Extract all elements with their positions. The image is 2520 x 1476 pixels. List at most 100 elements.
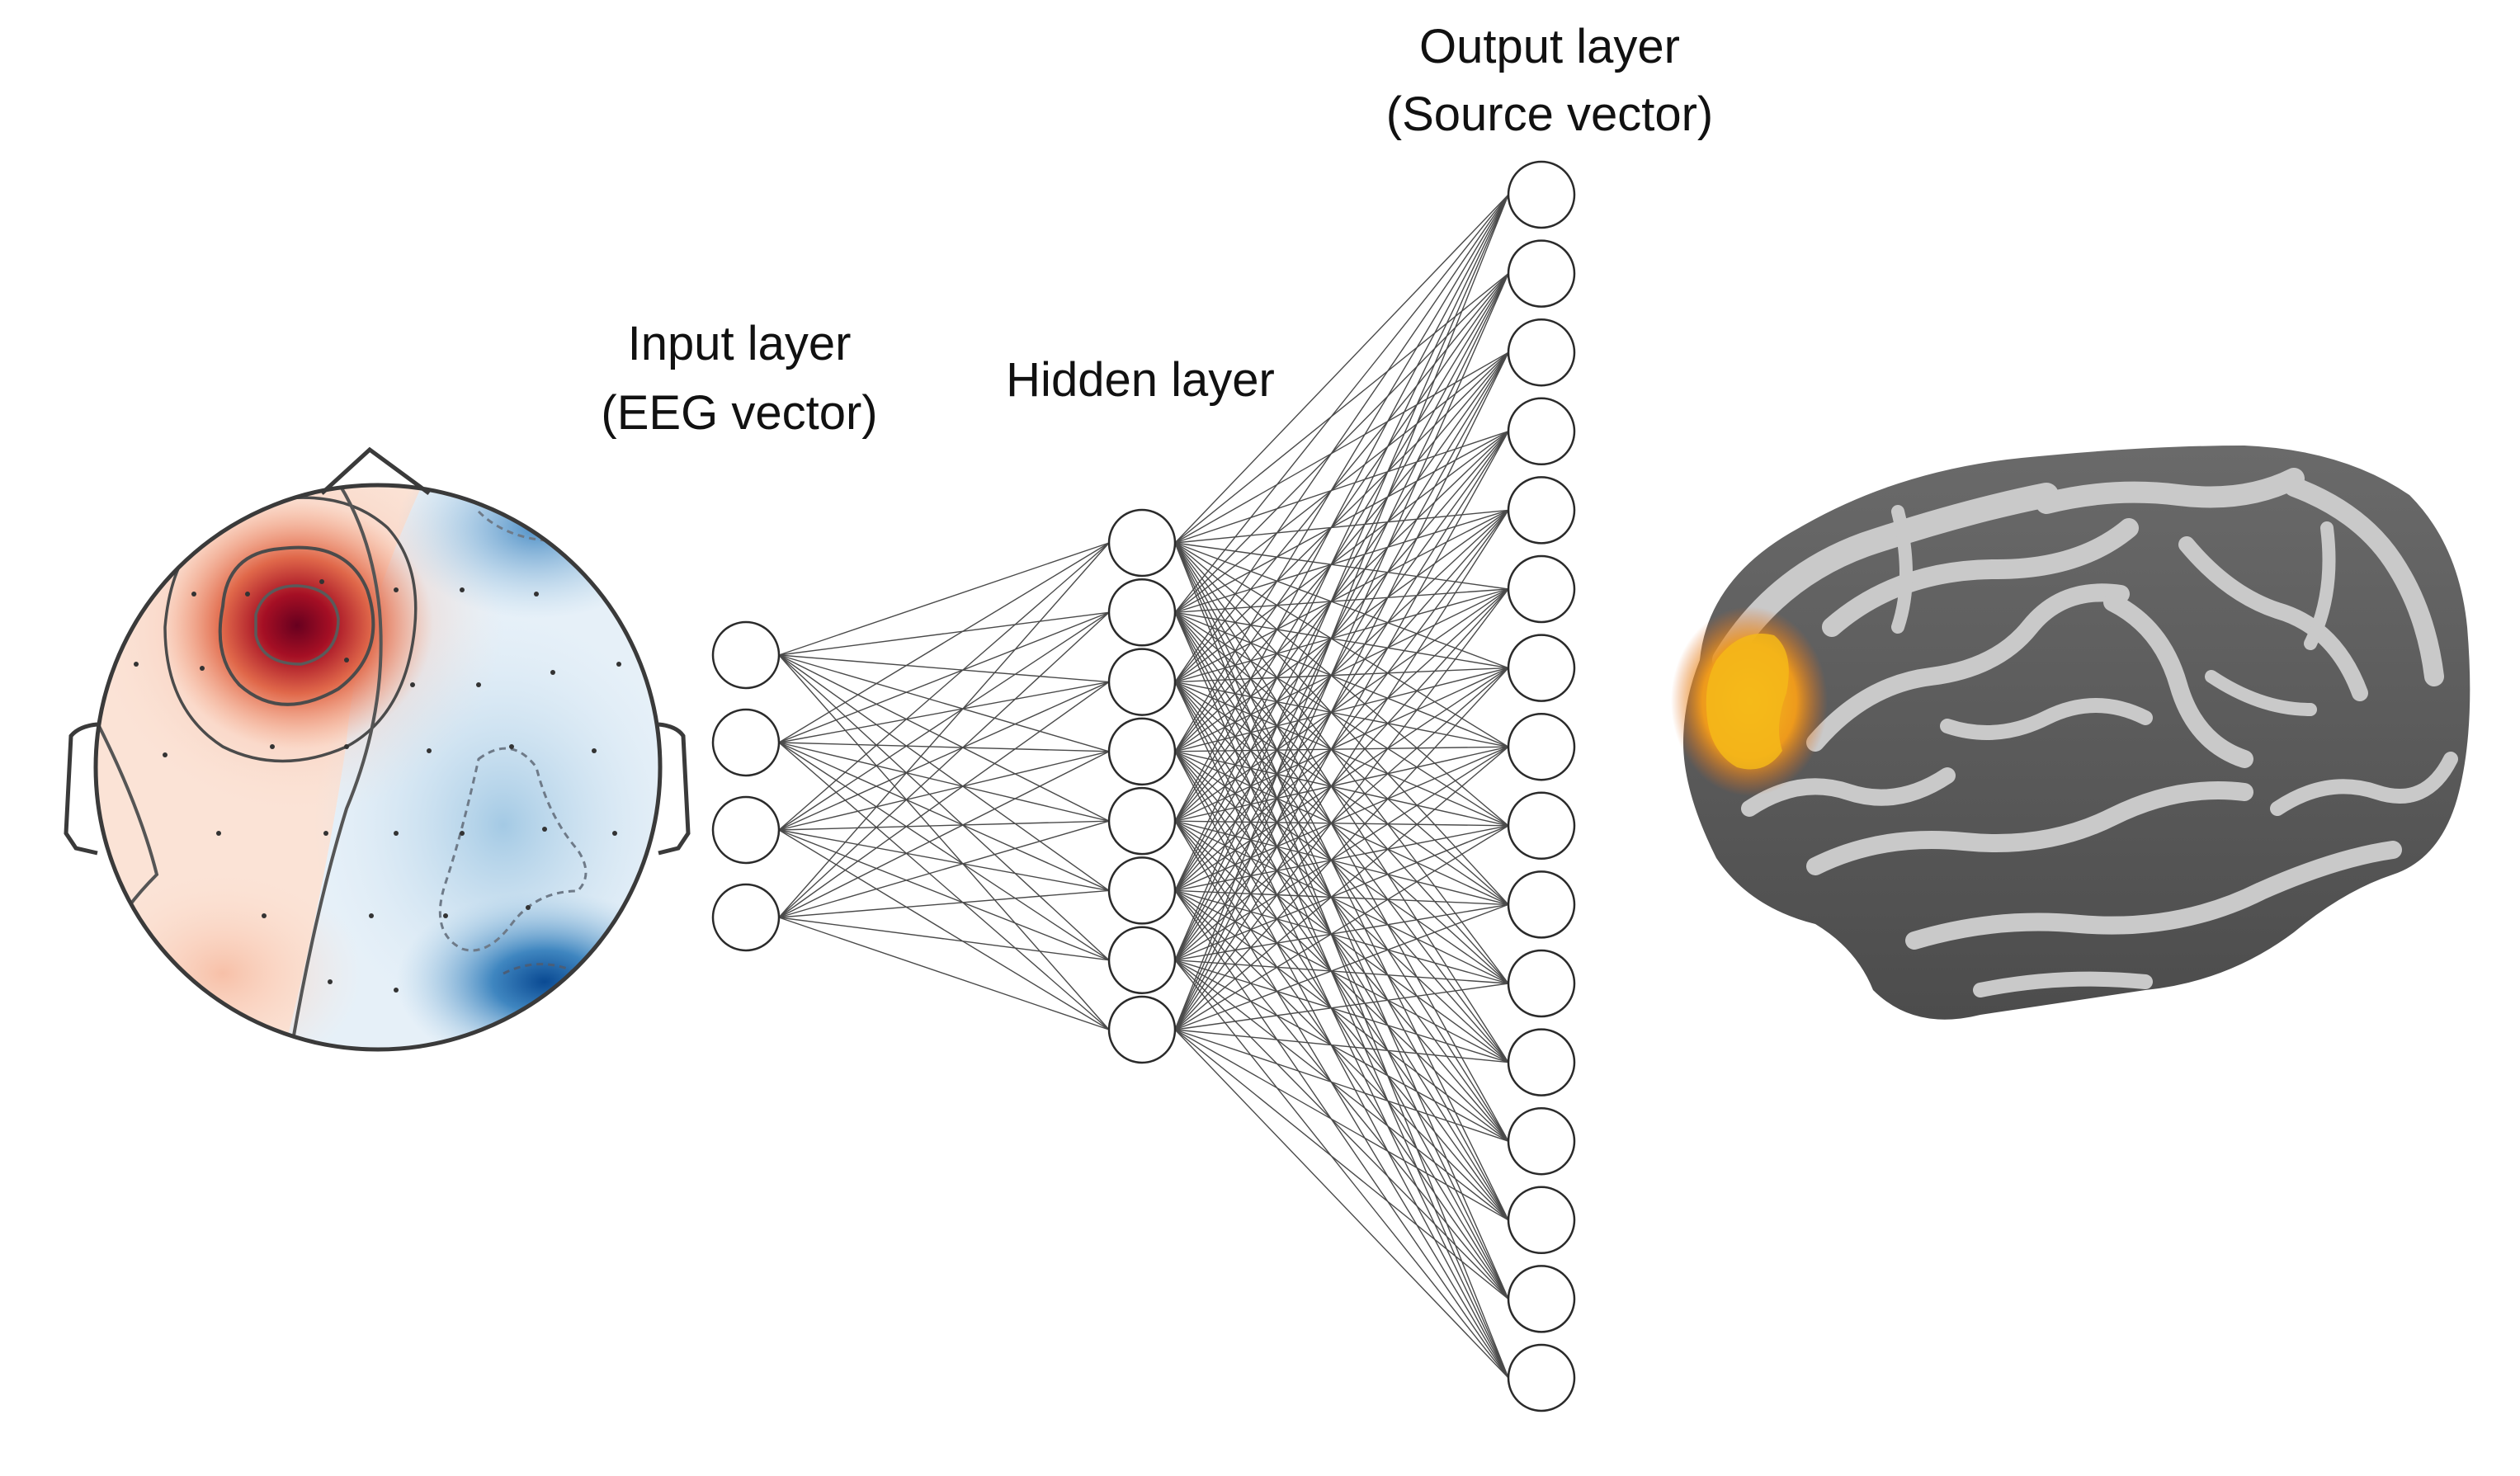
- connection-hidden-output: [1174, 983, 1509, 1030]
- connection-hidden-output: [1174, 611, 1509, 827]
- connection-hidden-output: [1174, 351, 1509, 891]
- connection-hidden-output: [1174, 825, 1509, 1030]
- connection-hidden-output: [1174, 509, 1509, 544]
- connection-hidden-output: [1174, 681, 1509, 1299]
- connection-hidden-output: [1174, 273, 1509, 961]
- connection-hidden-output: [1174, 681, 1509, 1221]
- connection-hidden-output: [1174, 667, 1509, 752]
- output-node: [1507, 1106, 1576, 1176]
- connection-hidden-output: [1174, 751, 1509, 1063]
- output-node: [1507, 1186, 1576, 1255]
- connection-input-hidden: [778, 542, 1110, 918]
- connection-hidden-output: [1174, 820, 1509, 827]
- connection-hidden-output: [1174, 431, 1509, 822]
- connection-hidden-output: [1174, 611, 1509, 669]
- output-node: [1507, 791, 1576, 861]
- connection-input-hidden: [778, 542, 1110, 656]
- connection-hidden-output: [1174, 194, 1509, 960]
- input-node: [711, 883, 781, 952]
- connection-hidden-output: [1174, 542, 1509, 1221]
- connection-hidden-output: [1174, 667, 1509, 683]
- connection-hidden-output: [1174, 1029, 1509, 1379]
- connection-hidden-output: [1174, 588, 1509, 613]
- left-ear-mark: [64, 722, 98, 856]
- eeg-topomap: [64, 446, 691, 1052]
- connection-hidden-output: [1174, 194, 1509, 682]
- connection-input-hidden: [778, 742, 1110, 822]
- connection-hidden-output: [1174, 273, 1509, 683]
- connection-hidden-output: [1174, 746, 1509, 752]
- connection-hidden-output: [1174, 611, 1509, 1142]
- connection-hidden-output: [1174, 194, 1509, 891]
- connection-hidden-output: [1174, 351, 1509, 683]
- connection-hidden-output: [1174, 681, 1509, 827]
- connection-hidden-output: [1174, 746, 1509, 892]
- connection-hidden-output: [1174, 681, 1509, 1379]
- connection-hidden-output: [1174, 273, 1509, 544]
- input-layer-subtitle: (EEG vector): [601, 386, 877, 440]
- connection-hidden-output: [1174, 889, 1509, 1221]
- network-nodes: [711, 160, 1576, 1412]
- connection-hidden-output: [1174, 351, 1509, 961]
- output-layer-title: Output layer: [1419, 20, 1680, 73]
- connection-hidden-output: [1174, 510, 1509, 1030]
- connection-input-hidden: [778, 654, 1110, 961]
- connection-hidden-output: [1174, 681, 1509, 905]
- connection-hidden-output: [1174, 431, 1509, 683]
- connection-hidden-output: [1174, 889, 1509, 984]
- connection-hidden-output: [1174, 588, 1509, 683]
- connection-hidden-output: [1174, 351, 1509, 613]
- connection-hidden-output: [1174, 431, 1509, 752]
- connection-hidden-output: [1174, 588, 1509, 961]
- connection-hidden-output: [1174, 960, 1509, 1063]
- connection-hidden-output: [1174, 820, 1509, 906]
- connection-hidden-output: [1174, 820, 1509, 1221]
- connection-hidden-output: [1174, 960, 1509, 1142]
- connection-hidden-output: [1174, 588, 1509, 822]
- hidden-node: [1107, 717, 1177, 786]
- output-node: [1507, 318, 1576, 387]
- connection-hidden-output: [1174, 431, 1509, 544]
- hidden-node: [1107, 578, 1177, 647]
- input-node: [711, 620, 781, 690]
- connection-hidden-output: [1174, 820, 1509, 984]
- connection-hidden-output: [1174, 611, 1509, 984]
- connection-hidden-output: [1174, 509, 1509, 752]
- nose-mark: [320, 446, 431, 496]
- connection-input-hidden: [778, 611, 1110, 831]
- connection-hidden-output: [1174, 681, 1509, 1063]
- connection-hidden-output: [1174, 509, 1509, 683]
- connection-hidden-output: [1174, 611, 1509, 1063]
- connection-input-hidden: [778, 681, 1110, 831]
- connection-hidden-output: [1174, 351, 1509, 822]
- connection-hidden-output: [1174, 611, 1509, 1221]
- connection-hidden-output: [1174, 194, 1509, 752]
- connection-hidden-output: [1174, 890, 1509, 1379]
- output-node: [1507, 870, 1576, 939]
- connection-input-hidden: [778, 829, 1110, 961]
- network-connections: [778, 194, 1509, 1379]
- connection-input-hidden: [778, 611, 1110, 918]
- connection-input-hidden: [778, 742, 1110, 892]
- hidden-layer-title: Hidden layer: [1006, 353, 1275, 407]
- connection-input-hidden: [778, 681, 1110, 918]
- connection-hidden-output: [1174, 194, 1509, 822]
- connection-hidden-output: [1174, 588, 1509, 891]
- input-node: [711, 795, 781, 865]
- connection-hidden-output: [1174, 509, 1509, 822]
- connection-hidden-output: [1174, 588, 1509, 1030]
- connection-hidden-output: [1174, 1029, 1509, 1221]
- connection-input-hidden: [778, 654, 1110, 891]
- hidden-node: [1107, 508, 1177, 578]
- output-node: [1507, 634, 1576, 702]
- output-node: [1507, 1343, 1576, 1412]
- connection-hidden-output: [1174, 889, 1509, 1299]
- output-node: [1507, 160, 1576, 229]
- hidden-node: [1107, 926, 1177, 994]
- connection-hidden-output: [1174, 509, 1509, 961]
- connection-hidden-output: [1174, 960, 1509, 1379]
- connection-hidden-output: [1174, 273, 1509, 613]
- output-node: [1507, 476, 1576, 545]
- connection-hidden-output: [1174, 825, 1509, 892]
